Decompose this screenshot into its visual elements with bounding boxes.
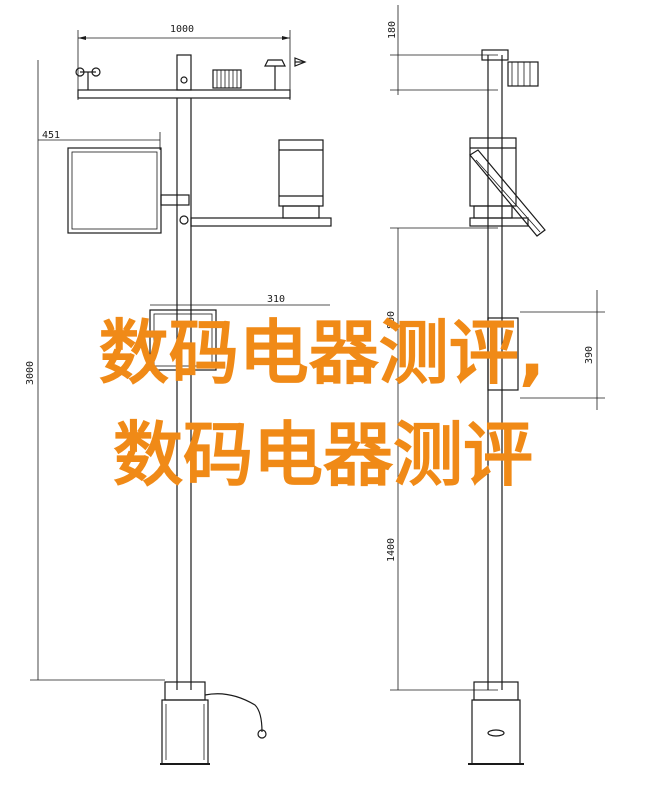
dim-label-180: 180 [387,21,398,39]
dim-label-310: 310 [267,294,285,305]
dim-label-1000: 1000 [170,24,194,35]
top-crossarm [75,54,307,99]
dimension-total-height: 3000 [25,60,165,681]
middle-crossarm [190,139,332,227]
front-base [160,681,267,765]
control-box [149,309,217,371]
dim-label-3000: 3000 [25,361,36,385]
overlay-title-line1: 数码电器测评, [98,312,546,394]
dim-label-1400: 1400 [386,538,397,562]
side-pole [468,49,546,765]
main-pole [160,98,192,690]
dimension-top-width: 1000 [77,24,291,100]
solar-panel [67,147,162,234]
dim-label-800: 800 [386,311,397,329]
side-dimensions: 180 800 390 1400 [386,5,605,691]
dim-label-390: 390 [584,346,595,364]
dimension-left-offset: 451 [38,130,161,150]
dimension-box-width: 310 [150,294,330,306]
overlay-title-line2: 数码电器测评 [113,414,533,496]
dim-label-451: 451 [42,130,60,141]
